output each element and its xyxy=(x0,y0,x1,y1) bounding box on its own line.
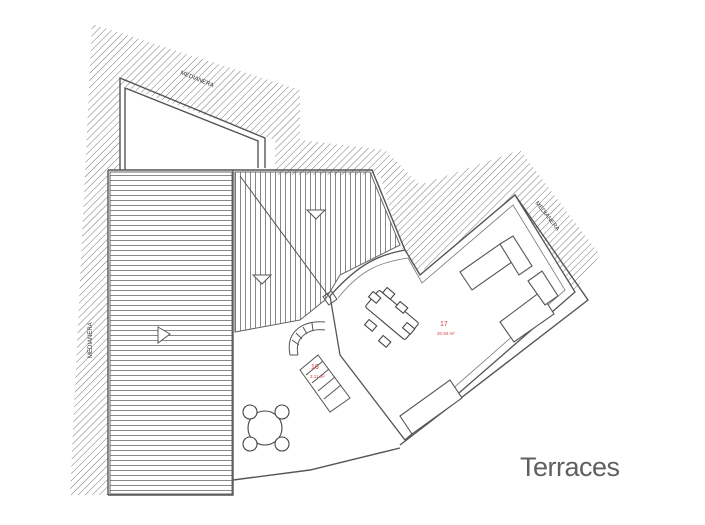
dining-set xyxy=(363,286,419,349)
spiral-stair xyxy=(288,290,351,413)
page-title: Terraces xyxy=(520,452,620,482)
medianera-label-left: MEDIANERA xyxy=(88,322,94,358)
left-deck xyxy=(109,171,233,495)
room-17-area: 20.94 m² xyxy=(437,331,455,336)
plan-outline xyxy=(107,76,589,496)
top-deck-diagonal xyxy=(239,175,331,299)
room-16-number: 16 xyxy=(311,364,319,371)
room-17-inner xyxy=(337,204,566,429)
room-16-area: 3.11 m² xyxy=(310,374,325,379)
lounge-sofas xyxy=(399,235,559,435)
left-deck-arrow xyxy=(157,326,171,344)
round-table-set xyxy=(242,404,290,452)
top-deck-arrow-2 xyxy=(251,274,273,285)
top-deck-arrow-1 xyxy=(305,209,327,220)
room-17-number: 17 xyxy=(440,321,448,328)
party-wall-hatch xyxy=(70,24,600,495)
top-deck xyxy=(234,171,401,333)
